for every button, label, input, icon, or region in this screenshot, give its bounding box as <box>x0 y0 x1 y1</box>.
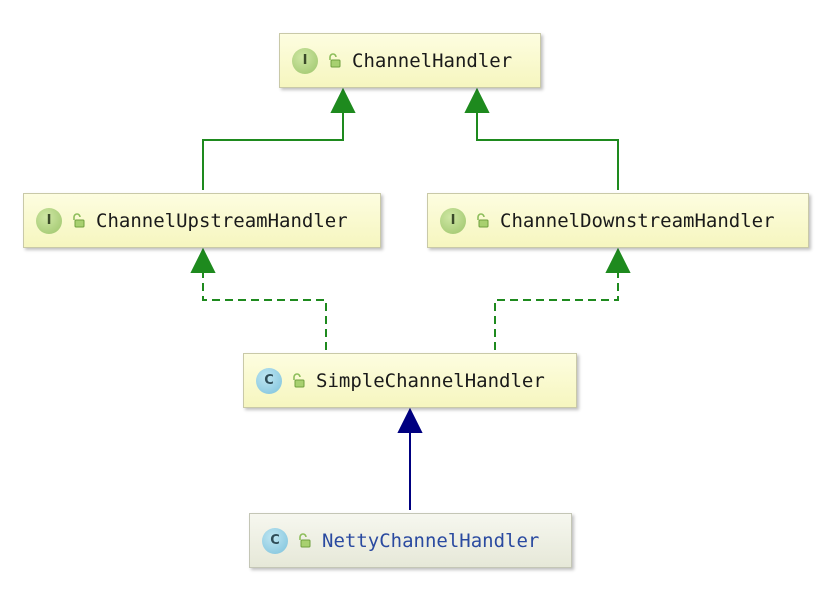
edge-simple-to-downstream <box>494 272 619 350</box>
node-label: SimpleChannelHandler <box>316 369 545 392</box>
lock-open-icon <box>73 212 85 227</box>
arrowhead-simple-to-upstream <box>190 247 216 273</box>
interface-icon: I <box>292 47 318 74</box>
node-label: ChannelUpstreamHandler <box>96 209 348 232</box>
node-label: ChannelHandler <box>352 49 513 72</box>
lock-open-icon <box>299 532 311 547</box>
node-simple-channel-handler[interactable]: C SimpleChannelHandler <box>243 353 577 408</box>
class-icon: C <box>262 527 288 554</box>
arrowhead-downstream-to-channelhandler <box>464 87 490 113</box>
arrowhead-upstream-to-channelhandler <box>330 87 356 113</box>
arrowhead-netty-to-simple <box>397 407 423 433</box>
class-icon: C <box>256 367 282 394</box>
node-channel-upstream-handler[interactable]: I ChannelUpstreamHandler <box>23 193 381 248</box>
node-label: NettyChannelHandler <box>322 529 540 552</box>
arrowhead-simple-to-downstream <box>605 247 631 273</box>
node-channel-downstream-handler[interactable]: I ChannelDownstreamHandler <box>427 193 809 248</box>
interface-icon: I <box>440 207 466 234</box>
edge-upstream-to-channelhandler <box>202 112 344 190</box>
edge-downstream-to-channelhandler <box>476 112 619 190</box>
lock-open-icon <box>477 212 489 227</box>
node-channel-handler[interactable]: I ChannelHandler <box>279 33 541 88</box>
edge-simple-to-upstream <box>202 272 327 350</box>
lock-open-icon <box>329 52 341 67</box>
lock-open-icon <box>293 372 305 387</box>
node-label: ChannelDownstreamHandler <box>500 209 775 232</box>
node-netty-channel-handler[interactable]: C NettyChannelHandler <box>249 513 572 568</box>
interface-icon: I <box>36 207 62 234</box>
